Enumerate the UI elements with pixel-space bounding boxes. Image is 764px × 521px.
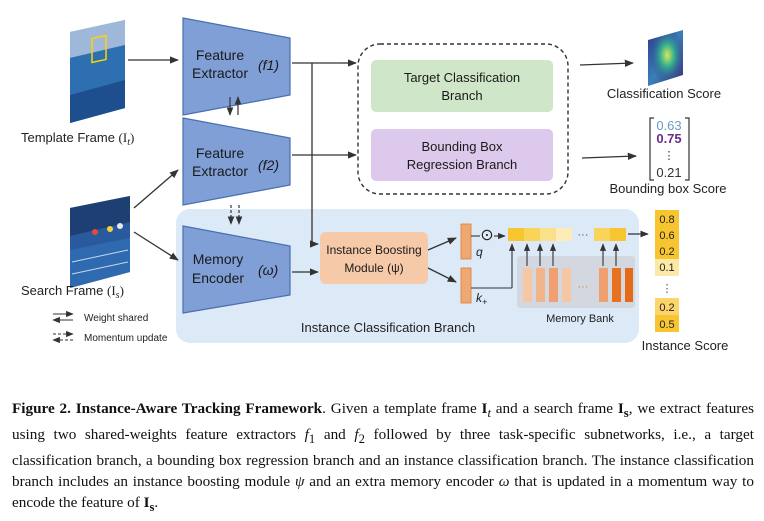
memory-encoder	[182, 225, 291, 314]
memory-encoder-line1: Memory	[193, 251, 244, 267]
template-frame-image	[70, 20, 125, 123]
target-classification-branch	[371, 60, 553, 112]
bbox-score-2: ⋮	[664, 150, 675, 162]
framework-diagram: Instance Classification Branch Template …	[21, 17, 729, 353]
memory-bank: ···	[517, 256, 635, 308]
instance-score-4: 0.2	[659, 302, 674, 314]
search-frame-label: Search Frame (Is)	[21, 283, 124, 301]
memory-ellipsis: ···	[578, 281, 589, 293]
classification-score-heatmap	[648, 30, 683, 86]
memory-encoder-symbol: (ω)	[258, 262, 278, 278]
bbox-branch-line2: Regression Branch	[407, 157, 518, 172]
boosting-line2: Module (ψ)	[344, 261, 403, 275]
bbox-score-1: 0.75	[656, 131, 681, 146]
memory-encoder-line2: Encoder	[192, 270, 244, 286]
instance-branch-label: Instance Classification Branch	[301, 320, 475, 335]
figure-label: Figure 2.	[12, 400, 71, 417]
target-branch-line2: Branch	[441, 88, 482, 103]
search-frame-image	[70, 196, 130, 288]
feature-extractor-2	[182, 117, 291, 206]
bbox-branch-line1: Bounding Box	[422, 139, 503, 154]
instance-score-label: Instance Score	[642, 338, 729, 353]
feature-extractor-2-symbol: (f2)	[258, 157, 279, 173]
feature-extractor-2-line1: Feature	[196, 145, 244, 161]
instance-score-3: 0.1	[659, 262, 674, 274]
bbox-score-3: 0.21	[656, 165, 681, 180]
feature-extractor-1-symbol: (f1)	[258, 57, 279, 73]
feature-extractor-1-line1: Feature	[196, 47, 244, 63]
boosting-line1: Instance Boosting	[326, 243, 421, 257]
instance-score-5: 0.5	[659, 319, 674, 331]
legend-weight-shared: Weight shared	[84, 313, 148, 324]
instance-score-column: 0.8 0.6 0.2 0.1 ⋮ 0.2 0.5	[655, 210, 679, 332]
classification-score-label: Classification Score	[607, 86, 721, 101]
instance-score-0: 0.8	[659, 214, 674, 226]
k-label: k+	[476, 291, 487, 307]
similarity-ellipsis: ···	[578, 229, 589, 241]
bbox-score-label: Bounding box Score	[609, 181, 726, 196]
instance-boosting-module	[320, 232, 428, 284]
feature-extractor-1	[182, 17, 291, 116]
feature-extractor-2-line2: Extractor	[192, 163, 248, 179]
memory-bank-label: Memory Bank	[546, 313, 614, 325]
branch-container	[357, 43, 569, 195]
bbox-regression-branch	[371, 129, 553, 181]
q-label: q	[476, 245, 483, 259]
bbox-score-vector: 0.63 0.75 ⋮ 0.21	[649, 117, 690, 181]
instance-score-2: 0.2	[659, 246, 674, 258]
instance-score-1: 0.6	[659, 230, 674, 242]
instance-score-dots: ⋮	[662, 283, 673, 295]
figure-title: Instance-Aware Tracking Framework	[75, 400, 323, 417]
figure-caption: Figure 2. Instance-Aware Tracking Framew…	[12, 400, 755, 515]
legend: Weight shared Momentum update	[52, 310, 168, 344]
feature-extractor-1-line2: Extractor	[192, 65, 248, 81]
template-frame-label: Template Frame (It)	[21, 130, 134, 148]
legend-momentum-update: Momentum update	[84, 333, 168, 344]
bbox-score-0: 0.63	[656, 118, 681, 133]
k-feature	[460, 267, 472, 304]
target-branch-line1: Target Classification	[404, 70, 520, 85]
dot-product-symbol: ⊙	[480, 227, 493, 244]
q-feature	[460, 223, 472, 260]
similarity-vector: ···	[508, 228, 626, 241]
